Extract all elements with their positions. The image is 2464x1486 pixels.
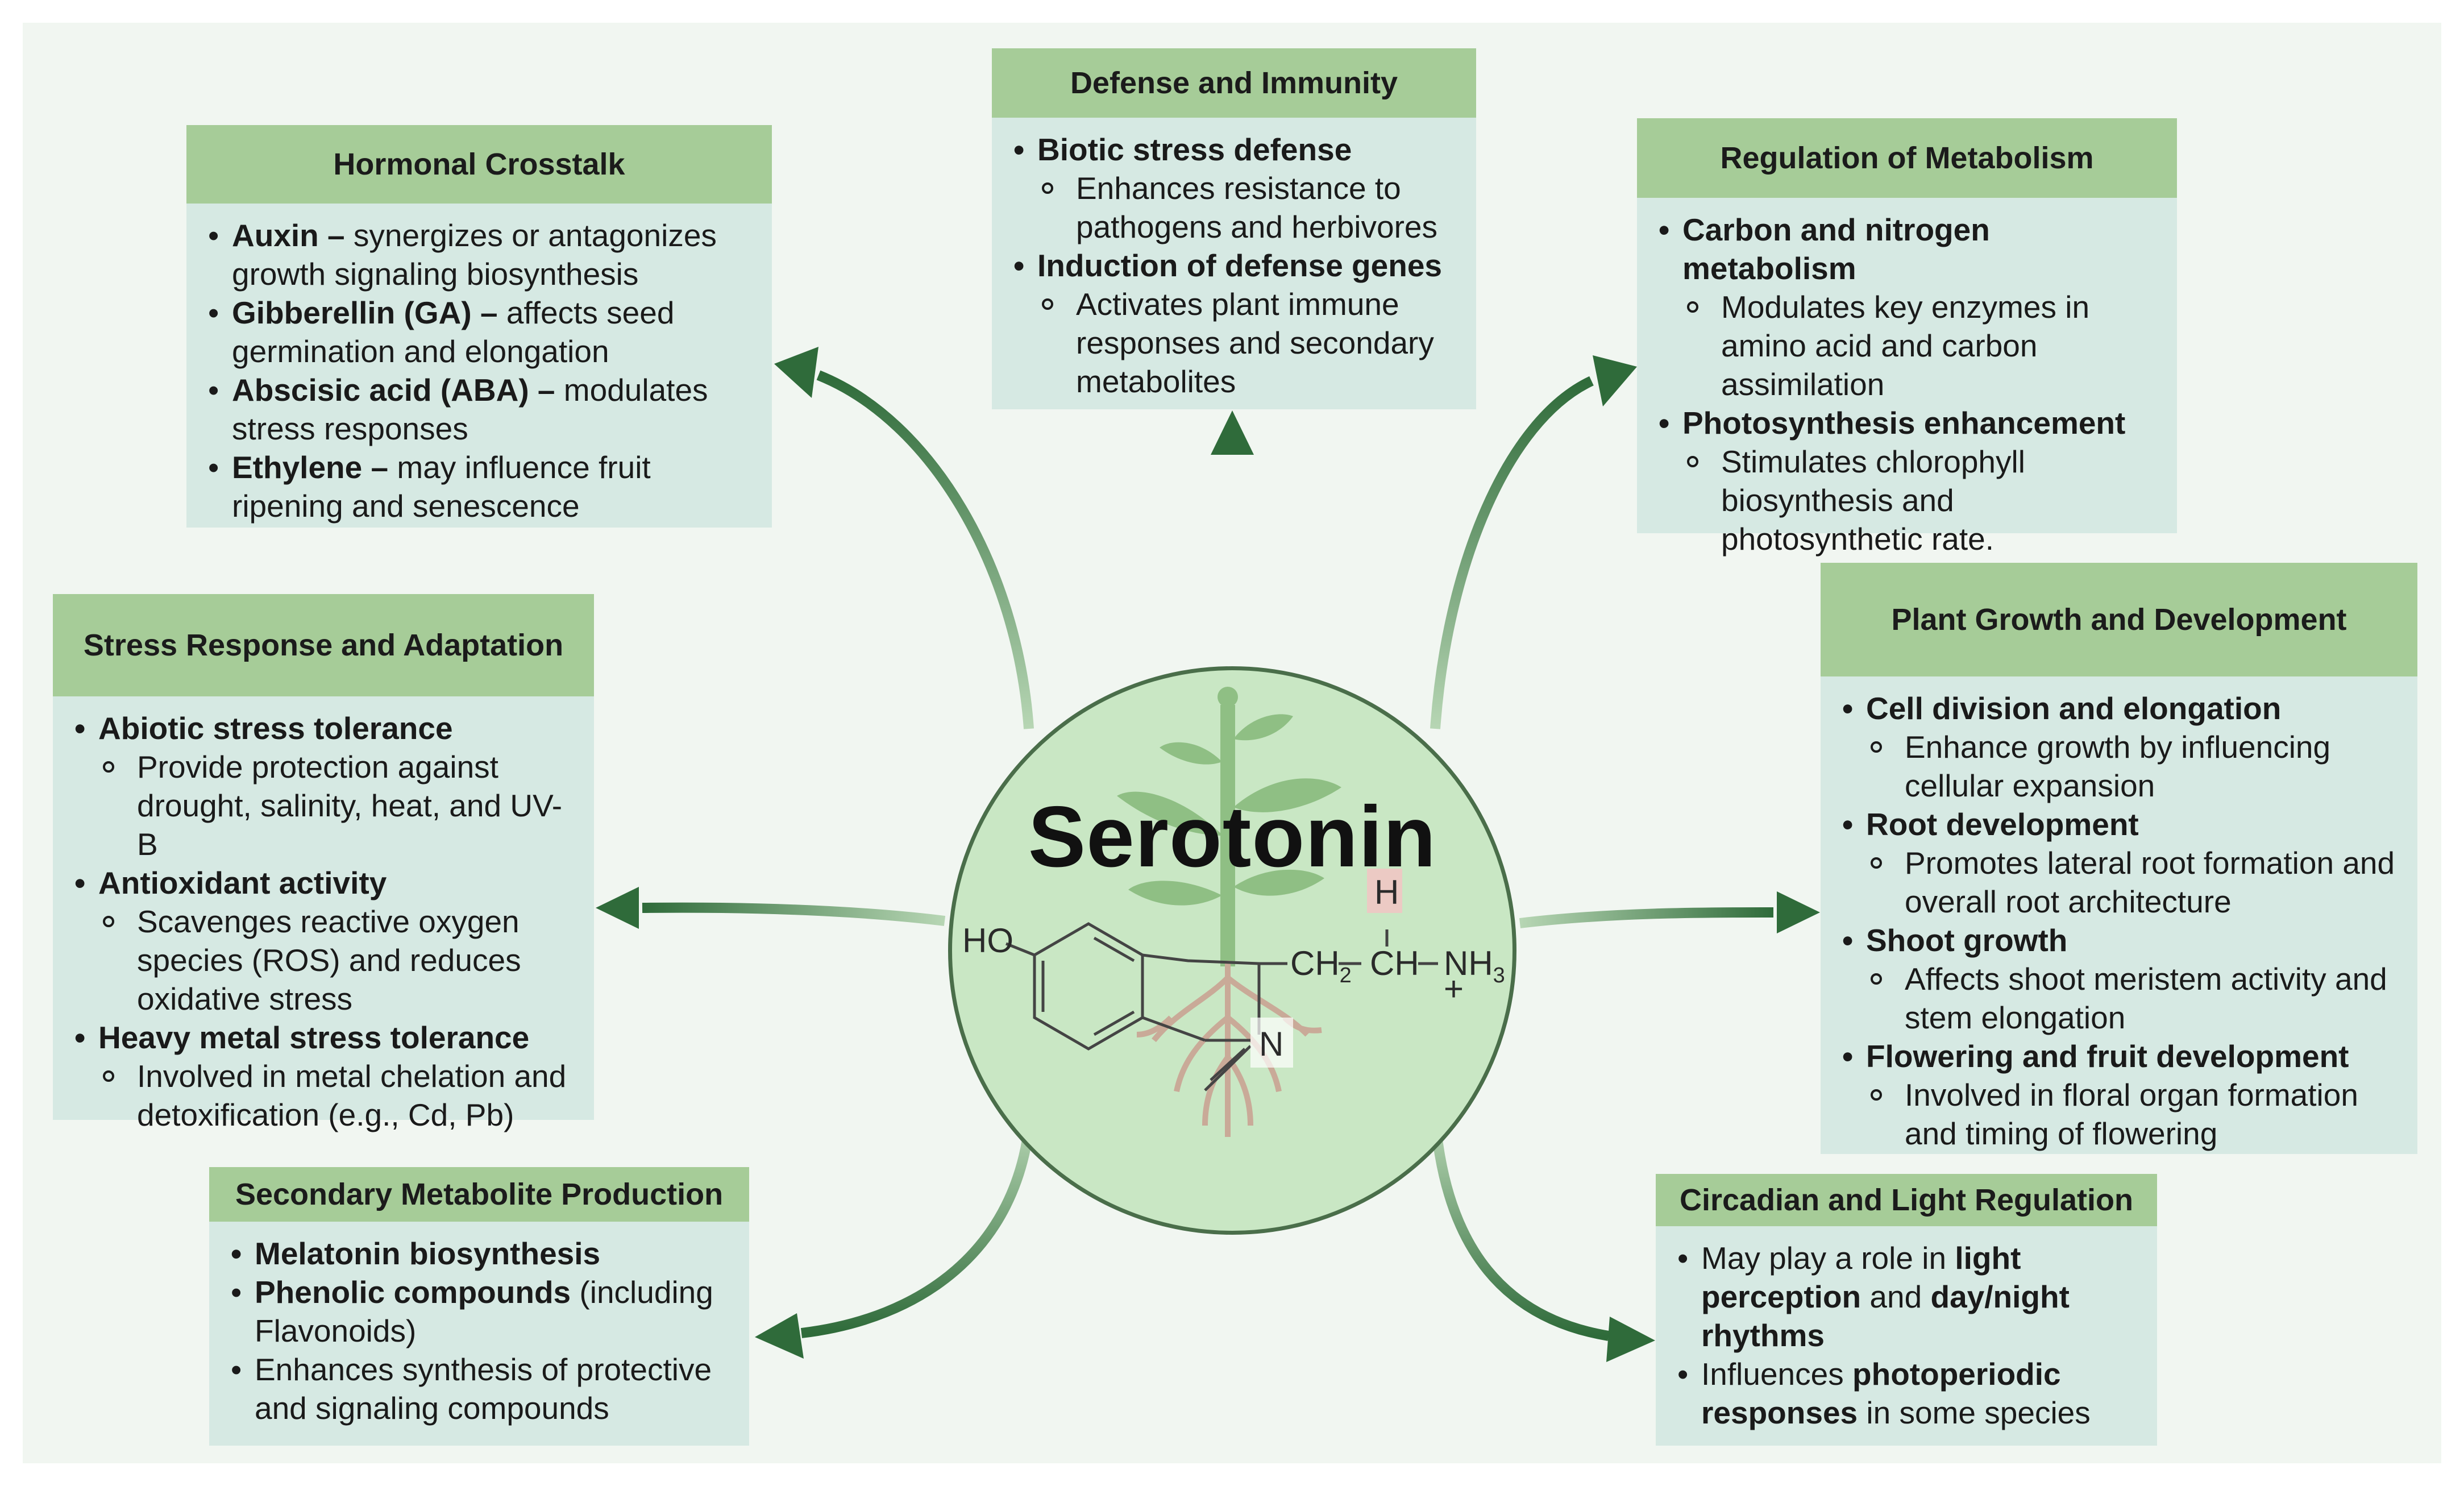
list-item: Abscisic acid (ABA) – modulates stress r… bbox=[208, 371, 755, 448]
list-item: Flowering and fruit development bbox=[1842, 1037, 2400, 1076]
list-item: Melatonin biosynthesis bbox=[231, 1234, 732, 1273]
box-title: Stress Response and Adaptation bbox=[53, 594, 594, 696]
list-item: May play a role in light perception and … bbox=[1677, 1239, 2140, 1355]
box-title: Circadian and Light Regulation bbox=[1656, 1174, 2157, 1226]
circadian-list: May play a role in light perception and … bbox=[1656, 1226, 2157, 1443]
list-item: Phenolic compounds (including Flavonoids… bbox=[231, 1273, 732, 1350]
hydroxyl-label: HO bbox=[962, 922, 1013, 960]
list-item: Gibberellin (GA) – affects seed germinat… bbox=[208, 293, 755, 371]
box-title: Defense and Immunity bbox=[992, 48, 1476, 118]
arrow-to-defense bbox=[1211, 410, 1254, 659]
list-subitem: Stimulates chlorophyll biosynthesis and … bbox=[1659, 442, 2160, 558]
box-defense-immunity: Defense and Immunity Biotic stress defen… bbox=[992, 48, 1476, 409]
stress-list: Abiotic stress tolerance Provide protect… bbox=[53, 696, 594, 1145]
charge-label: + bbox=[1444, 970, 1464, 1008]
box-title: Secondary Metabolite Production bbox=[209, 1167, 749, 1222]
list-item: Antioxidant activity bbox=[74, 864, 577, 902]
box-hormonal-crosstalk: Hormonal Crosstalk Auxin – synergizes or… bbox=[186, 125, 772, 528]
list-subitem: Affects shoot meristem activity and stem… bbox=[1842, 960, 2400, 1037]
list-item: Shoot growth bbox=[1842, 921, 2400, 960]
arrow-to-secondary bbox=[755, 1118, 1035, 1359]
list-item: Heavy metal stress tolerance bbox=[74, 1018, 577, 1057]
list-item: Influences photoperiodic responses in so… bbox=[1677, 1355, 2140, 1432]
box-regulation-metabolism: Regulation of Metabolism Carbon and nitr… bbox=[1637, 118, 2177, 557]
ch2-label: CH2 bbox=[1290, 944, 1352, 987]
box-title: Hormonal Crosstalk bbox=[186, 125, 772, 204]
list-item: Auxin – synergizes or antagonizes growth… bbox=[208, 216, 755, 293]
nitrogen-label: N bbox=[1259, 1025, 1284, 1063]
list-item: Carbon and nitrogen metabolism bbox=[1659, 210, 2160, 288]
box-secondary-metabolite: Secondary Metabolite Production Melatoni… bbox=[209, 1167, 749, 1446]
arrow-to-growth bbox=[1519, 891, 1820, 933]
center-title: Serotonin bbox=[1028, 788, 1437, 885]
list-subitem: Promotes lateral root formation and over… bbox=[1842, 844, 2400, 921]
arrow-to-stress bbox=[596, 887, 946, 929]
metabolism-list: Carbon and nitrogen metabolism Modulates… bbox=[1637, 198, 2177, 570]
list-subitem: Involved in floral organ formation and t… bbox=[1842, 1076, 2400, 1153]
box-stress-response: Stress Response and Adaptation Abiotic s… bbox=[53, 594, 594, 1132]
arrow-to-hormonal bbox=[774, 347, 1034, 729]
list-subitem: Modulates key enzymes in amino acid and … bbox=[1659, 288, 2160, 404]
box-circadian-light: Circadian and Light Regulation May play … bbox=[1656, 1174, 2157, 1446]
list-item: Abiotic stress tolerance bbox=[74, 709, 577, 748]
nh3-label: NH3 bbox=[1444, 944, 1505, 987]
list-subitem: Provide protection against drought, sali… bbox=[74, 748, 577, 864]
list-item: Root development bbox=[1842, 805, 2400, 844]
list-item: Photosynthesis enhancement bbox=[1659, 404, 2160, 442]
list-item: Enhances synthesis of protective and sig… bbox=[231, 1350, 732, 1427]
arrow-to-metabolism bbox=[1430, 355, 1637, 729]
defense-list: Biotic stress defense Enhances resistanc… bbox=[992, 118, 1476, 412]
list-subitem: Enhance growth by influencing cellular e… bbox=[1842, 728, 2400, 805]
arrow-to-circadian bbox=[1430, 1118, 1655, 1362]
list-subitem: Scavenges reactive oxygen species (ROS) … bbox=[74, 902, 577, 1018]
list-item: Cell division and elongation bbox=[1842, 689, 2400, 728]
list-item: Biotic stress defense bbox=[1013, 130, 1459, 169]
box-title: Plant Growth and Development bbox=[1821, 563, 2417, 676]
list-subitem: Enhances resistance to pathogens and her… bbox=[1013, 169, 1459, 246]
list-item: Induction of defense genes bbox=[1013, 246, 1459, 285]
hydrogen-label: H bbox=[1374, 873, 1399, 911]
ch-label: CH bbox=[1370, 944, 1419, 982]
list-subitem: Involved in metal chelation and detoxifi… bbox=[74, 1057, 577, 1134]
growth-list: Cell division and elongation Enhance gro… bbox=[1821, 676, 2417, 1164]
box-title: Regulation of Metabolism bbox=[1637, 118, 2177, 198]
list-item: Ethylene – may influence fruit ripening … bbox=[208, 448, 755, 525]
plant-icon bbox=[1117, 687, 1341, 966]
list-subitem: Activates plant immune responses and sec… bbox=[1013, 285, 1459, 401]
box-plant-growth: Plant Growth and Development Cell divisi… bbox=[1821, 563, 2417, 1154]
indole-ring bbox=[1005, 922, 1438, 1091]
secondary-list: Melatonin biosynthesis Phenolic compound… bbox=[209, 1222, 749, 1439]
hormonal-list: Auxin – synergizes or antagonizes growth… bbox=[186, 204, 772, 537]
